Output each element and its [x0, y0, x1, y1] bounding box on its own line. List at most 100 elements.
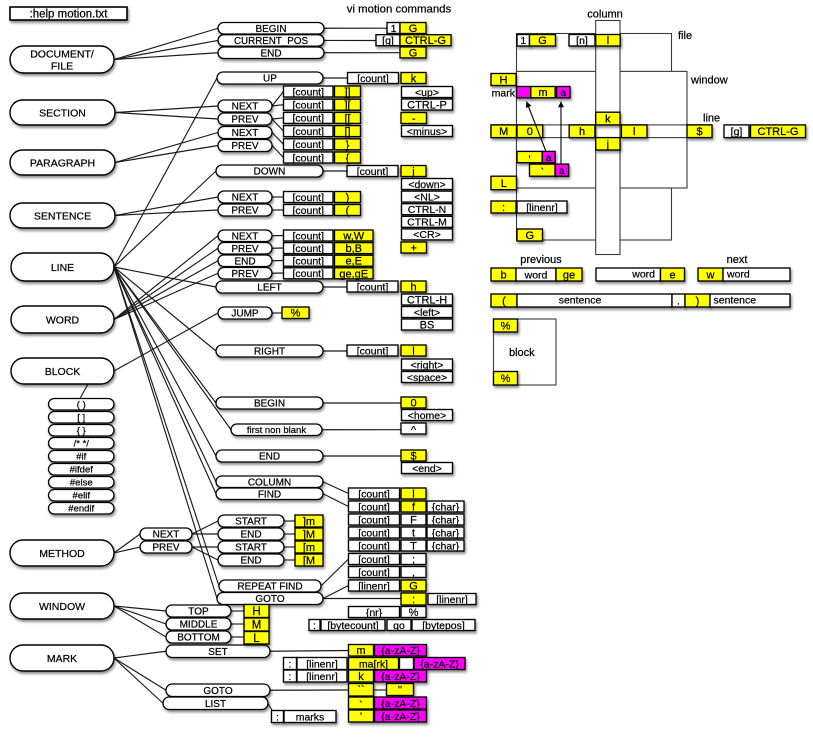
svg-text:{a-zA-Z}: {a-zA-Z} [381, 671, 420, 683]
svg-text:j: j [606, 139, 609, 151]
svg-text:{a-zA-Z}: {a-zA-Z} [381, 645, 420, 657]
svg-text:END: END [259, 452, 280, 463]
svg-text:[n]: [n] [576, 35, 588, 47]
svg-text:LINE: LINE [51, 262, 74, 274]
svg-text:<end>: <end> [412, 463, 442, 475]
svg-text:G: G [525, 230, 534, 242]
svg-text:k: k [605, 114, 611, 126]
svg-text:G: G [409, 581, 418, 593]
svg-text:$: $ [696, 126, 702, 138]
svg-text:FILE: FILE [51, 60, 73, 72]
svg-text:DOCUMENT/: DOCUMENT/ [30, 48, 94, 60]
svg-text:[count]: [count] [292, 152, 324, 164]
svg-text:0: 0 [410, 398, 416, 410]
svg-text:PREV: PREV [231, 115, 259, 126]
svg-text:block: block [509, 347, 535, 359]
svg-text:PREV: PREV [152, 543, 180, 554]
svg-text:[[: [[ [344, 113, 350, 125]
svg-text:'': '' [398, 685, 402, 697]
svg-text:marks: marks [296, 711, 325, 723]
svg-text:#ifdef: #ifdef [70, 465, 94, 476]
svg-text:{a-zA-Z}: {a-zA-Z} [381, 698, 420, 710]
svg-text:;: ; [412, 554, 415, 566]
svg-text:}: } [346, 139, 350, 151]
svg-text:END: END [240, 556, 261, 567]
svg-text:M: M [499, 126, 508, 138]
svg-text:[count]: [count] [292, 243, 324, 255]
svg-text:h: h [410, 282, 416, 294]
svg-text:0: 0 [527, 126, 533, 138]
svg-text:<down>: <down> [408, 179, 445, 191]
svg-text:{char}: {char} [432, 527, 460, 539]
svg-text:%: % [409, 607, 419, 619]
svg-text:[count]: [count] [357, 73, 389, 85]
svg-text:[linenr]: [linenr] [306, 671, 338, 683]
svg-text:[linenr]: [linenr] [526, 202, 558, 214]
svg-text:sentence: sentence [559, 295, 602, 307]
svg-text:WORD: WORD [46, 314, 80, 326]
svg-text:]]: ]] [344, 87, 350, 99]
svg-text:[count]: [count] [292, 268, 324, 280]
svg-text:j: j [411, 166, 414, 178]
svg-text:l: l [412, 346, 414, 358]
svg-text:BOTTOM: BOTTOM [177, 633, 220, 644]
svg-text:[count]: [count] [357, 281, 389, 293]
svg-text:BEGIN: BEGIN [255, 24, 286, 35]
svg-text:m: m [356, 645, 365, 657]
svg-text:word: word [631, 269, 655, 281]
svg-text:[count]: [count] [357, 166, 389, 178]
svg-text:[ ]: [ ] [77, 413, 85, 424]
svg-text:METHOD: METHOD [39, 548, 85, 560]
svg-text:JUMP: JUMP [231, 309, 259, 320]
svg-text:[count]: [count] [358, 514, 390, 526]
svg-text:[linenr]: [linenr] [436, 594, 468, 606]
svg-text:]M: ]M [303, 529, 315, 541]
svg-text:PARAGRAPH: PARAGRAPH [30, 157, 95, 169]
svg-text:PREV: PREV [231, 206, 259, 217]
svg-text:^: ^ [411, 425, 417, 437]
svg-text:GOTO: GOTO [255, 594, 284, 605]
svg-text:t: t [412, 528, 415, 540]
svg-text:CTRL-P: CTRL-P [407, 100, 447, 112]
svg-text:{: { [346, 153, 350, 165]
svg-text:NEXT: NEXT [232, 193, 259, 204]
svg-text:[count]: [count] [292, 126, 324, 138]
svg-text:RIGHT: RIGHT [254, 347, 285, 358]
svg-text:l: l [412, 489, 414, 501]
svg-text:h: h [579, 126, 585, 138]
svg-text:WINDOW: WINDOW [39, 601, 85, 613]
svg-text:CTRL-G: CTRL-G [405, 35, 446, 47]
svg-text:L: L [253, 633, 260, 645]
svg-text:[linenr]: [linenr] [358, 580, 390, 592]
svg-text:CTRL-N: CTRL-N [408, 204, 447, 216]
svg-text:': ' [360, 711, 362, 723]
svg-text:ge: ge [563, 270, 575, 282]
svg-text:[g]: [g] [382, 35, 394, 47]
svg-text:ma[rk]: ma[rk] [359, 658, 388, 670]
svg-text:[count]: [count] [292, 86, 324, 98]
svg-text::: : [412, 594, 415, 606]
svg-text:[g]: [g] [731, 126, 743, 138]
svg-text:<left>: <left> [414, 307, 440, 319]
svg-text:NEXT: NEXT [232, 102, 259, 113]
svg-text:L: L [501, 178, 507, 190]
svg-text::: : [313, 620, 316, 632]
svg-text:%: % [501, 321, 511, 333]
svg-text:[count]: [count] [292, 205, 324, 217]
svg-text:START: START [235, 543, 267, 554]
svg-text:previous: previous [520, 254, 562, 266]
svg-text:MIDDLE: MIDDLE [180, 620, 218, 631]
svg-text:#else: #else [70, 478, 93, 489]
svg-text:[bytepos]: [bytepos] [422, 620, 465, 632]
svg-text:( ): ( ) [77, 400, 86, 411]
svg-text:[count]: [count] [358, 540, 390, 552]
svg-text:``: `` [357, 685, 364, 697]
svg-text:(: ( [346, 205, 350, 217]
svg-text:END: END [234, 256, 255, 267]
svg-text:BLOCK: BLOCK [45, 366, 81, 378]
svg-text:{char}: {char} [432, 540, 460, 552]
svg-text:FIND: FIND [258, 489, 281, 500]
svg-text:G: G [409, 47, 418, 59]
svg-text:{nr}: {nr} [366, 607, 383, 619]
svg-text:,: , [412, 567, 415, 579]
